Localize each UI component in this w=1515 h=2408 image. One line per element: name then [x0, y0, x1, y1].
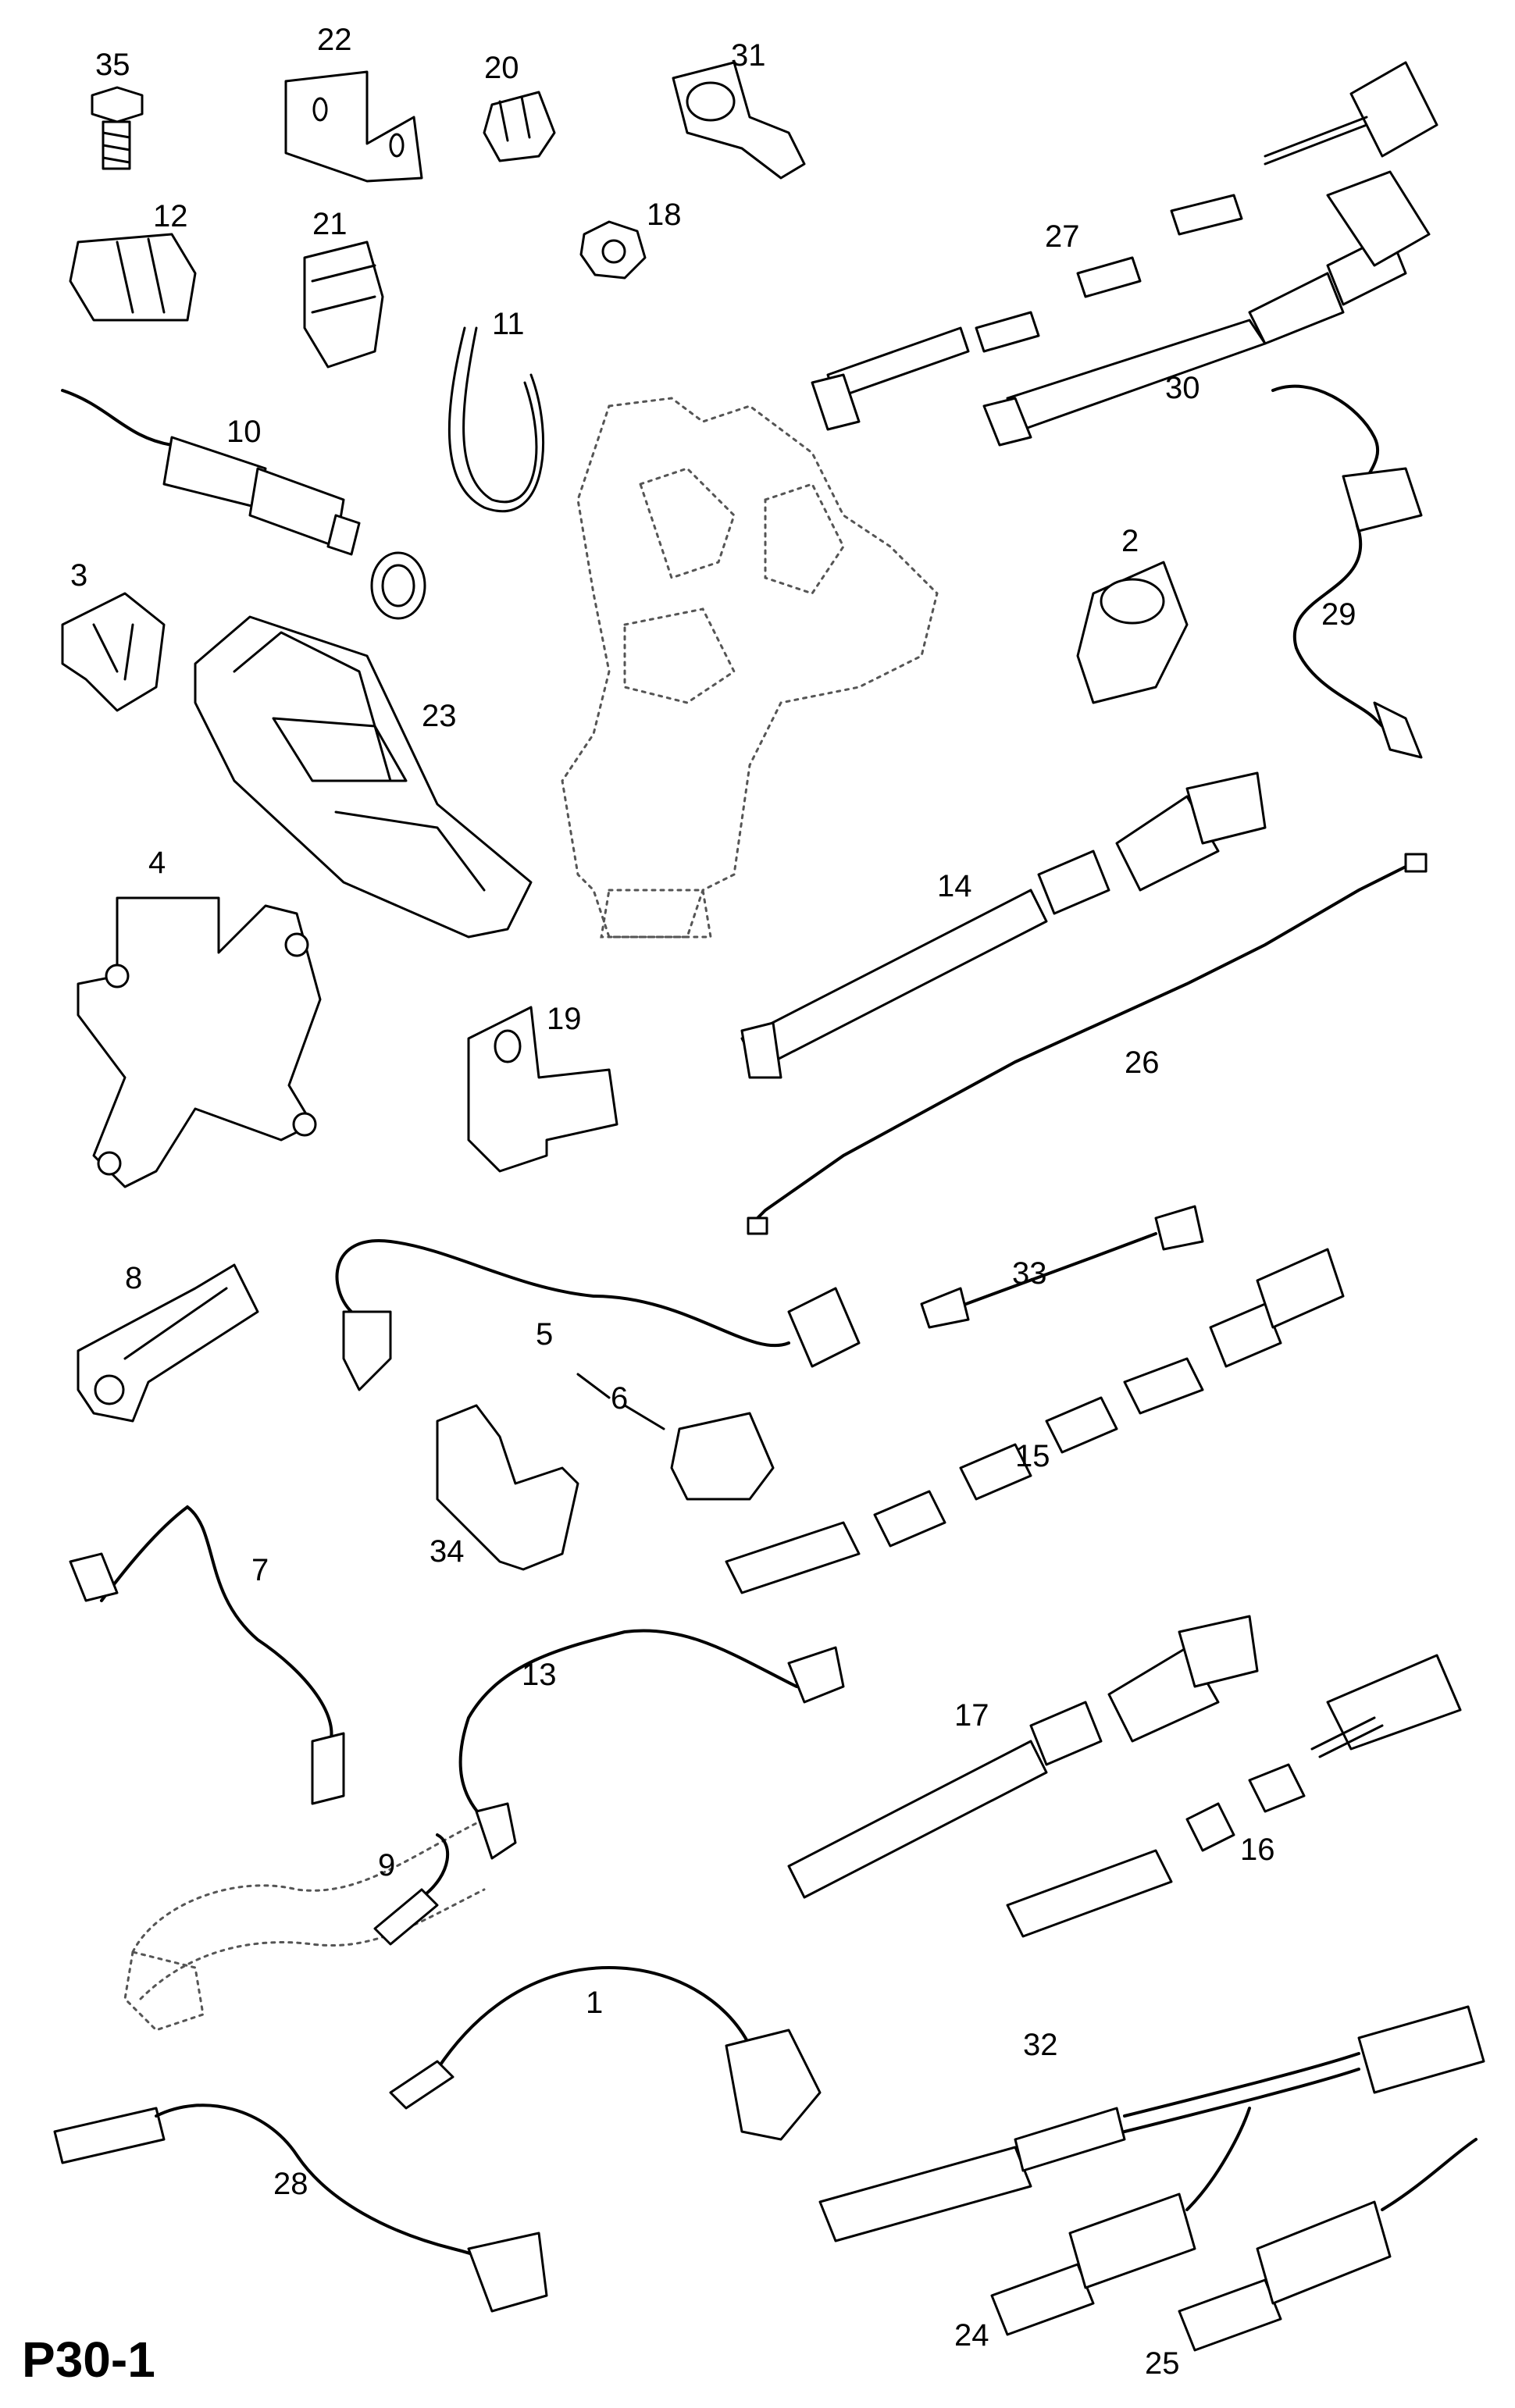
callout-5: 5 [536, 1317, 553, 1352]
part-8-bracket [77, 1263, 259, 1423]
part-21-clip [303, 240, 384, 369]
part-33-sensor [920, 1205, 1204, 1329]
part-4-bracket [77, 896, 322, 1188]
part-12-clip [69, 233, 197, 322]
callout-7: 7 [251, 1553, 269, 1587]
part-1-sensor [389, 1965, 822, 2141]
callout-28: 28 [273, 2167, 308, 2201]
part-7-sensor [69, 1505, 345, 1805]
callout-27: 27 [1045, 219, 1080, 254]
part-10-ring [370, 551, 426, 620]
callout-26: 26 [1125, 1045, 1160, 1080]
callout-21: 21 [312, 207, 348, 241]
callout-32: 32 [1023, 2028, 1058, 2062]
callout-11: 11 [492, 307, 525, 341]
part-17-sensor [787, 1615, 1259, 1899]
part-5-sensor [335, 1239, 861, 1391]
part-30-sensor [982, 61, 1438, 447]
part-6-clip [576, 1373, 775, 1501]
part-10-sensor [61, 389, 361, 556]
callout-4: 4 [148, 846, 166, 880]
callout-1: 1 [586, 1986, 603, 2020]
callout-3: 3 [70, 558, 87, 593]
part-14-sensor [740, 771, 1267, 1079]
part-35-bolt [91, 86, 144, 170]
page-code: P30-1 [22, 2331, 155, 2388]
callout-16: 16 [1240, 1833, 1275, 1867]
callout-23: 23 [422, 699, 457, 733]
part-16-sensor [1006, 1654, 1462, 1938]
callout-35: 35 [95, 48, 130, 82]
part-32-sensor [818, 2005, 1485, 2242]
part-24-sensor [990, 2107, 1251, 2336]
callout-25: 25 [1145, 2346, 1180, 2381]
part-20-clip [483, 91, 556, 162]
part-15-sensor [725, 1248, 1345, 1594]
callout-29: 29 [1321, 597, 1356, 632]
part-25-sensor [1178, 2138, 1478, 2352]
callout-12: 12 [153, 199, 188, 233]
part-31-clamp [672, 61, 806, 180]
callout-8: 8 [125, 1261, 142, 1295]
callout-30: 30 [1165, 371, 1200, 405]
callout-10: 10 [226, 415, 262, 449]
part-3-clip [61, 592, 166, 712]
part-34-shield [436, 1404, 579, 1571]
part-23-heat-shield [194, 615, 533, 939]
callout-17: 17 [954, 1698, 989, 1733]
callout-9: 9 [378, 1848, 395, 1883]
callout-24: 24 [954, 2318, 989, 2353]
exhaust-manifold-outline [561, 397, 939, 939]
callout-31: 31 [731, 38, 766, 73]
callout-34: 34 [430, 1534, 465, 1569]
callout-6: 6 [611, 1381, 628, 1416]
part-29-sensor [1271, 384, 1423, 759]
part-11-band [447, 326, 545, 513]
part-26-wire [747, 853, 1428, 1235]
part-18-nut [579, 220, 647, 280]
callout-22: 22 [317, 23, 352, 57]
callout-2: 2 [1121, 524, 1139, 558]
part-19-bracket [467, 1006, 618, 1173]
callout-18: 18 [647, 198, 682, 232]
part-28-sensor [53, 2103, 548, 2313]
part-2-clip [1076, 561, 1189, 704]
callout-33: 33 [1012, 1256, 1047, 1291]
callout-19: 19 [547, 1002, 582, 1036]
callout-13: 13 [522, 1658, 557, 1692]
callout-14: 14 [937, 869, 972, 903]
callout-15: 15 [1015, 1439, 1050, 1473]
part-27-clips [811, 194, 1243, 431]
part-9-sensor [373, 1833, 449, 1946]
exhaust-pipe-outline [123, 1818, 486, 2032]
callout-20: 20 [484, 51, 519, 85]
part-22-bracket [284, 70, 423, 183]
part-13-sensor [458, 1629, 845, 1860]
